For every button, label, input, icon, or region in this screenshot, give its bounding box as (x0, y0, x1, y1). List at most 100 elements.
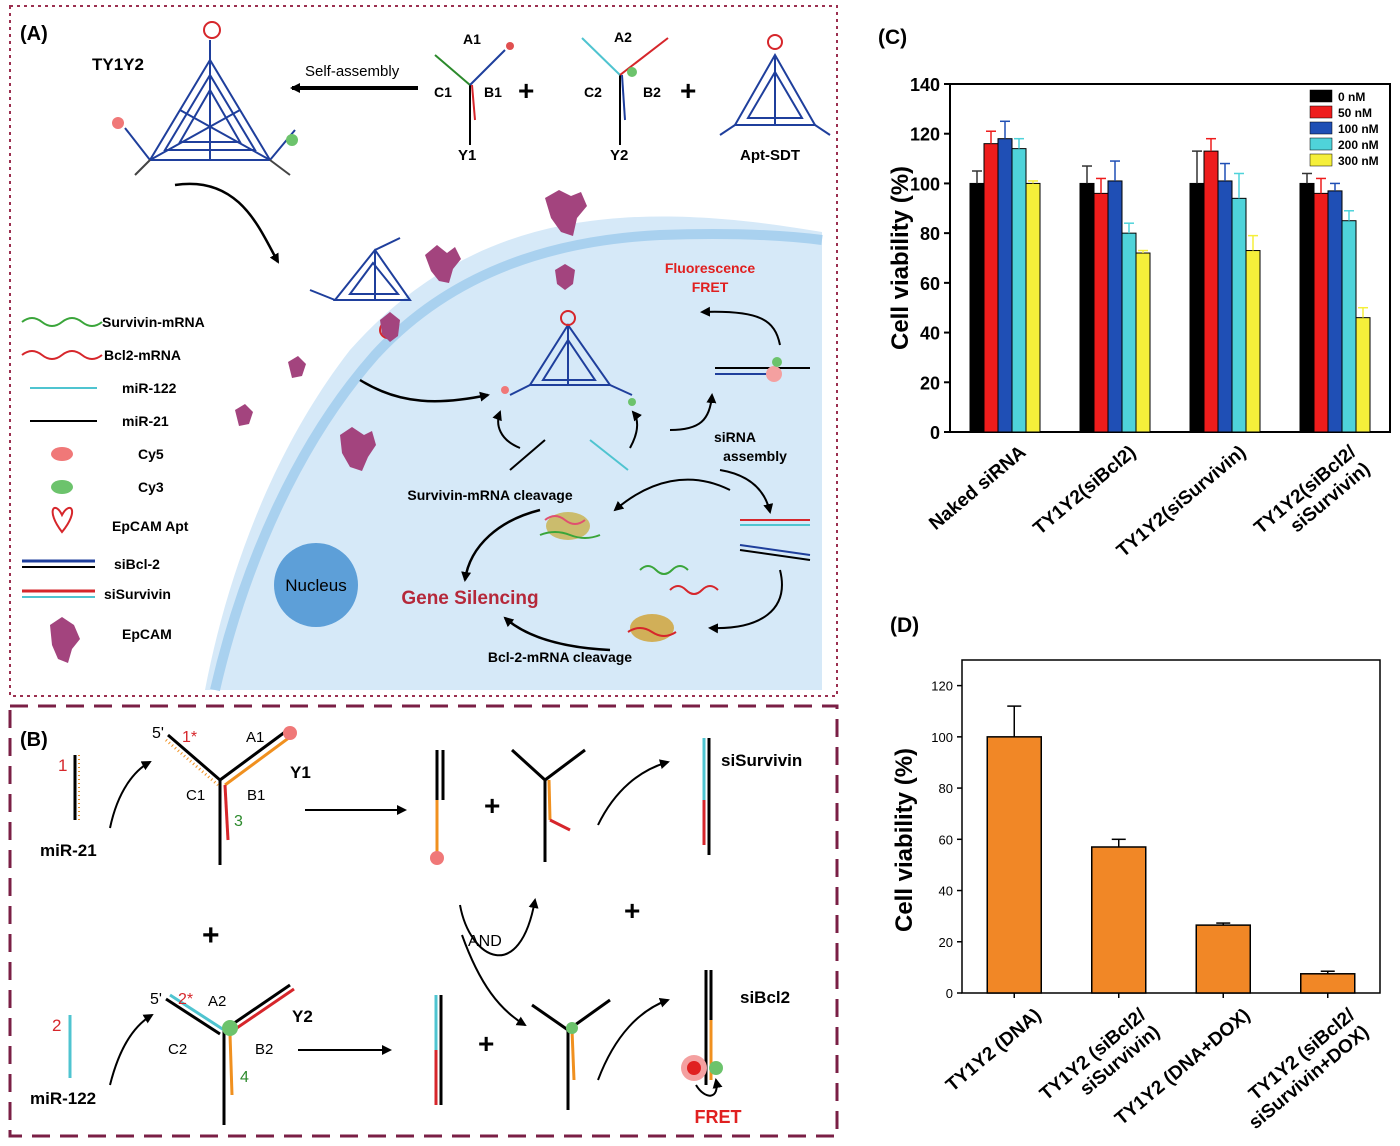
bar (1327, 190, 1343, 433)
arrow (719, 469, 774, 514)
sibcl2-label: siBcl2 (740, 988, 790, 1007)
cell-body (205, 216, 822, 691)
y-tick-label: 120 (931, 679, 953, 694)
y1-structure-icon (434, 42, 514, 145)
panel-c-label: (C) (878, 26, 907, 49)
bcl2-cleavage-label: Bcl-2-mRNA cleavage (488, 649, 632, 665)
legend-label: Survivin-mRNA (102, 314, 205, 330)
y1-arm-b: B1 (247, 787, 265, 804)
fret-label: FRET (695, 1107, 742, 1127)
y-tick-label: 80 (939, 781, 953, 796)
mir21-strand-icon (509, 439, 546, 471)
cy3-dot-icon (628, 398, 636, 406)
strand-number: 1 (58, 756, 67, 775)
arrow (629, 410, 642, 449)
intermediate-duplex-icon (434, 995, 443, 1105)
panel-b-label: (B) (20, 729, 48, 751)
y-tick-label: 60 (920, 274, 940, 294)
bar (1299, 182, 1315, 433)
arrow (708, 569, 783, 634)
legend-swatch (1309, 121, 1333, 135)
panel-d-y-axis-label: Cell viability (%) (891, 748, 918, 932)
legend-swatch (1309, 153, 1333, 167)
sisurvivin-duplex-icon (702, 738, 711, 855)
fret-label: FRET (692, 279, 729, 295)
panel-d-label: (D) (890, 614, 919, 637)
mir122-label: miR-122 (30, 1089, 96, 1108)
hybridization-arrow (109, 761, 152, 829)
survivin-mrna-icon (639, 565, 689, 575)
y-tick-label: 40 (939, 884, 953, 899)
y-tick-label: 80 (920, 224, 940, 244)
and-arrow (459, 898, 539, 957)
legend-label: 200 nM (1338, 138, 1379, 152)
plus-sign: + (624, 895, 640, 926)
intermediate-duplex-icon (430, 750, 445, 865)
y2-arm-b: B2 (255, 1041, 273, 1058)
epcam-apt-legend-icon (51, 506, 74, 534)
y-tick-label: 120 (910, 125, 940, 145)
reaction-arrow (597, 997, 670, 1081)
bcl2-mrna-legend-icon (21, 350, 103, 360)
reaction-arrow (597, 759, 670, 826)
plus-sign: + (484, 790, 500, 821)
survivin-mrna-legend-icon (21, 317, 103, 327)
y1-label: Y1 (458, 147, 476, 164)
bar (1231, 197, 1247, 433)
y2-arm-c: C2 (584, 84, 602, 100)
bar (1011, 148, 1027, 433)
site-label: 2* (178, 991, 193, 1008)
epcam-protein-icons (235, 190, 587, 471)
sibcl2-duplex-icon (681, 970, 723, 1085)
bar (983, 143, 999, 433)
cell-membrane (210, 228, 823, 692)
y1-arm-a: A1 (463, 31, 481, 47)
risc-complex-icon (627, 614, 677, 642)
y1-arm-b: B1 (484, 84, 502, 100)
site-label: 3 (234, 813, 243, 830)
nucleus-label: Nucleus (285, 576, 346, 595)
legend-swatch (1309, 89, 1333, 103)
bar (1025, 182, 1041, 433)
ty1y2-origami-icon (124, 40, 296, 176)
y-tick-label: 0 (930, 423, 940, 443)
apt-sdt-label: Apt-SDT (740, 147, 800, 164)
legend-label: 300 nM (1338, 154, 1379, 168)
y1-structure-icon (165, 726, 297, 865)
panel-a-border (9, 5, 838, 697)
y-tick-label: 20 (939, 935, 953, 950)
bar (969, 182, 985, 433)
epcam-legend-icon (50, 617, 80, 663)
legend-swatch (1309, 105, 1333, 119)
legend-label: siBcl-2 (114, 556, 160, 572)
bar (1217, 180, 1233, 433)
y1-arm-c: C1 (434, 84, 452, 100)
bar (1093, 192, 1109, 433)
bcl2-mrna-icon (669, 585, 719, 595)
gene-silencing-label: Gene Silencing (401, 588, 538, 609)
self-assembly-label: Self-assembly (305, 63, 400, 80)
legend-label: Bcl2-mRNA (104, 347, 181, 363)
x-tick-label: Naked siRNA (925, 442, 1030, 535)
legend-label: miR-122 (122, 380, 177, 396)
x-tick-label: TY1Y2 (siBcl2/siSurvivin+DOX) (1231, 1004, 1374, 1133)
legend-label: EpCAM Apt (112, 518, 189, 534)
silencing-arrow (461, 508, 541, 582)
cy3-legend-icon (51, 480, 73, 494)
bar (1091, 846, 1147, 994)
sibcl2-duplex-icon (739, 519, 811, 561)
bar (1121, 232, 1137, 433)
plus-sign: + (518, 75, 534, 106)
cy5-legend-icon (51, 447, 73, 461)
bar (1195, 924, 1251, 994)
plot-frame (949, 83, 1391, 433)
y2-label: Y2 (292, 1007, 313, 1026)
bar (986, 736, 1042, 994)
y-tick-label: 0 (946, 986, 953, 1001)
y2-structure-icon (165, 983, 295, 1125)
internalization-arrow (359, 378, 490, 403)
assembly-label: assembly (723, 448, 787, 464)
y1-arm-c: C1 (186, 787, 205, 804)
y-tick-label: 140 (910, 75, 940, 95)
